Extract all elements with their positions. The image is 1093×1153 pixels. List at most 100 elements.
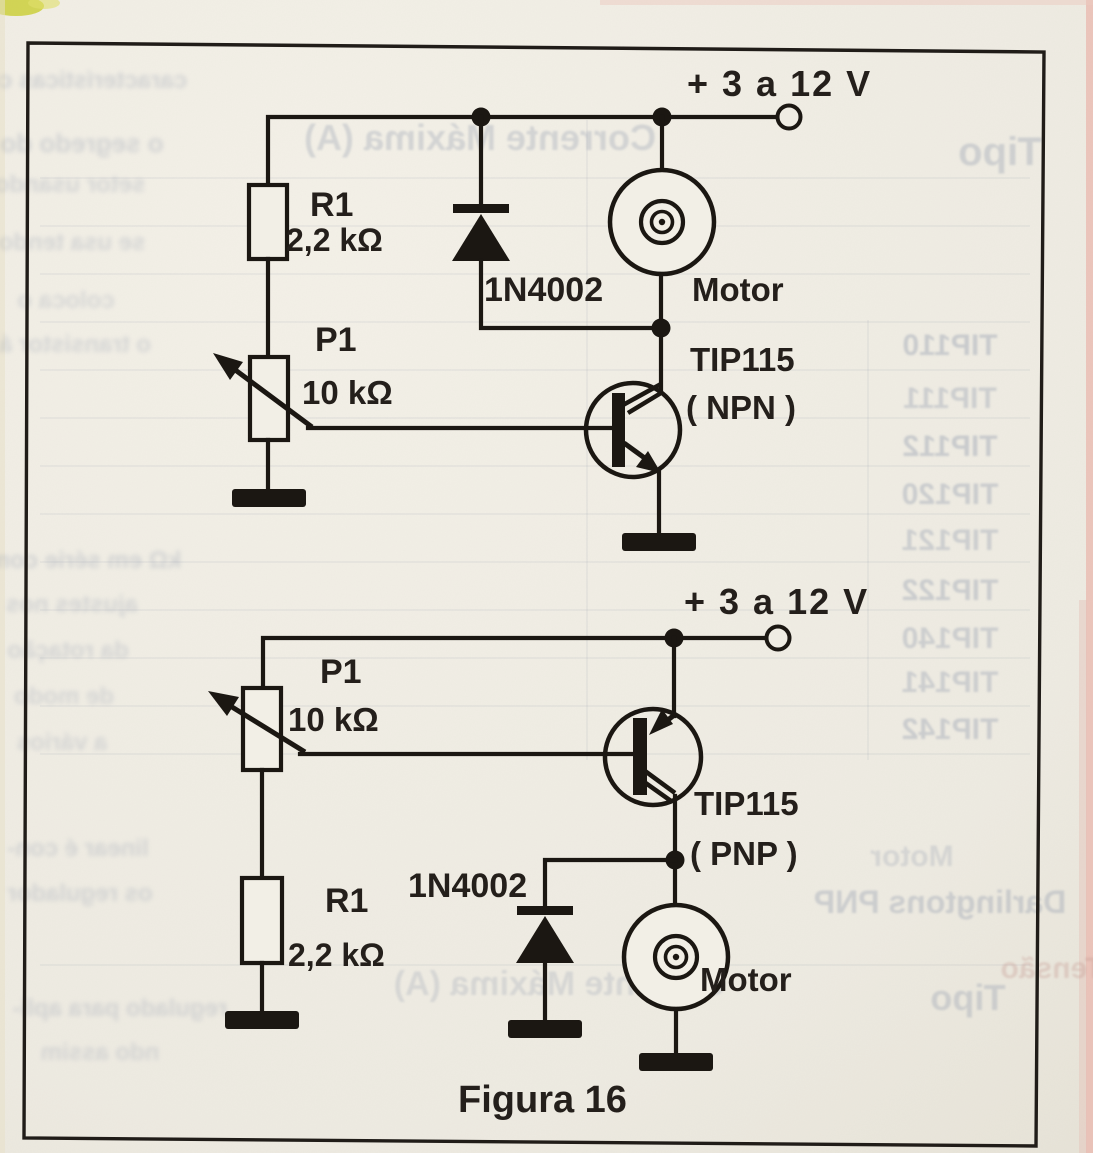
show-through-text: Corrente Máxima (A) Tipo TIP110 TIP111 T… [0,67,1093,1066]
wire [542,857,678,911]
ground-symbol [225,1011,299,1029]
ghost-text: TIP110 [902,329,997,362]
ghost-text: TIP120 [902,478,999,511]
motor-label: Motor [692,271,784,308]
transistor-part-label: TIP115 [694,785,799,822]
supply-rail-wire [265,114,780,188]
ground-symbol [622,533,696,551]
pot-wiper-shaft [232,366,314,430]
ghost-text: linear é con- [7,835,148,862]
ghost-text: Motor [870,840,954,873]
ghost-text: TIP121 [902,524,999,557]
figure-border-frame [22,41,1046,1148]
resistor-R1-symbol [239,875,285,966]
diode-part-label: 1N4002 [484,271,603,309]
supply-voltage-label: + 3 a 12 V [684,581,869,622]
ghost-text: o transistor á [0,331,151,358]
pot-ref-label: P1 [315,321,357,359]
ghost-text: TIP142 [902,713,999,746]
diode-anode-triangle [516,916,574,963]
ghost-text: a vários [17,729,108,756]
pot-value-label: 10 kΩ [302,374,393,411]
transistor-emitter-arrow-icon [636,451,661,473]
diode-anode-triangle [452,214,510,261]
transistor-type-label: ( NPN ) [686,389,796,426]
ghost-text: o segredo do [0,128,163,158]
yellow-scan-smudge [28,0,60,9]
ghost-text: Darlingtons PNP [814,884,1066,920]
ghost-text: TIP141 [902,666,999,699]
pink-edge-strip [1079,600,1087,1153]
motor-inner-ring [663,944,689,970]
junction-dot [651,318,671,338]
transistor-part-label: TIP115 [690,341,795,378]
resistor-ref-label: R1 [310,186,353,224]
pink-edge-strip [600,0,1093,5]
ghost-text: kΩ em série com [0,547,181,574]
ghost-text: TIP122 [902,574,999,607]
transistor-collector-line [643,769,677,795]
potentiometer-P1-symbol [240,685,284,773]
ground-symbol [639,1053,713,1071]
transistor-emitter-line [622,440,648,462]
ghost-text: Tipo [958,130,1042,174]
ghost-text: se usa tendo [0,229,145,256]
ghost-text: TIP140 [902,622,999,655]
diode-cathode-bar [453,204,509,213]
transistor-circle [583,380,683,480]
ghost-text: de modo [14,683,114,710]
ground-symbol [232,489,306,507]
pink-edge-strip [1086,0,1093,1153]
diode-part-label: 1N4002 [408,867,527,905]
transistor-TIP115-pnp-symbol [602,635,704,908]
ghost-text: da rotação [7,637,128,664]
transistor-collector-line [638,777,673,803]
flyback-diode-1N4002 [508,857,678,1038]
transistor-base-bar [612,393,625,467]
ghost-text: setor usando [0,171,145,198]
supply-voltage-label: + 3 a 12 V [687,63,872,104]
motor-inner-ring [638,198,686,246]
ghost-text: TIP112 [902,430,997,463]
transistor-collector-line [621,382,663,407]
ghost-text: ajustes nos [6,591,138,618]
ghost-text: características com [0,67,187,94]
left-edge-strip [0,0,5,1153]
pot-value-label: 10 kΩ [288,701,379,738]
ghost-text: regulado para apli- [13,995,228,1022]
transistor-circle [602,706,704,808]
ghost-text: os regulador [7,880,152,907]
ghost-text: ndo assim [41,1039,160,1066]
resistor-value-label: 2,2 kΩ [288,937,385,973]
pot-wiper-shaft [230,704,307,755]
transistor-type-label: ( PNP ) [690,835,798,872]
transistor-base-bar [633,718,647,795]
potentiometer-P1-symbol [247,354,291,443]
ghost-text: TIP111 [903,382,996,415]
pot-wiper-arrow-icon [208,691,239,716]
pot-wiper-arrow-icon [213,353,243,380]
flyback-diode-1N4002 [452,114,657,331]
motor-symbol [621,902,731,1071]
ground-symbol [508,1020,582,1038]
bottom-circuit-pnp: + 3 a 12 V P1 10 kΩ R1 2,2 kΩ TIP115 ( P… [208,581,869,1071]
transistor-emitter-arrow-icon [649,709,673,735]
figure-caption: Figura 16 [458,1079,627,1121]
top-circuit-npn: + 3 a 12 V R1 2,2 kΩ P1 10 kΩ 1N4002 [213,63,872,551]
ghost-text: Tipo [930,977,1005,1018]
motor-label: Motor [700,961,792,998]
ghost-text: coloca o [17,287,114,314]
ghost-text: Tensão [1001,952,1093,985]
transistor-collector-line [626,391,663,415]
motor-inner-ring [649,209,675,235]
resistor-ref-label: R1 [325,882,368,920]
supply-rail-wire [260,635,769,691]
supply-terminal [764,624,792,652]
motor-center-dot [658,218,666,226]
supply-terminal [775,103,803,131]
resistor-R1-symbol [246,182,290,262]
motor-center-dot [672,953,680,961]
